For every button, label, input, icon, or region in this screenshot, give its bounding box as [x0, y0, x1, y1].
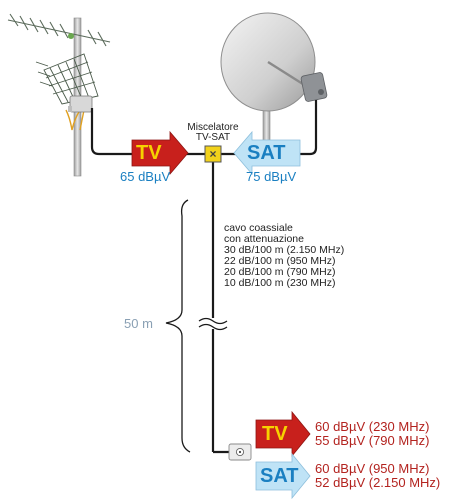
cable-title-line1: cavo coassiale: [224, 222, 293, 234]
attenuation-2150: 30 dB/100 m (2.150 MHz): [224, 244, 345, 256]
cable-break-icon: [198, 317, 228, 331]
tv-output-arrow: [255, 410, 311, 458]
attenuation-950: 22 dB/100 m (950 MHz): [224, 255, 336, 267]
mixer-label-line1: Miscelatore: [187, 122, 239, 133]
sat-input-label: SAT: [247, 142, 286, 164]
sat-output-arrow: [255, 452, 311, 500]
tv-input-label: TV: [136, 142, 162, 164]
sat-input-level: 75 dBµV: [246, 169, 297, 184]
cable-length-label: 50 m: [124, 316, 153, 331]
tv-output-line1: 60 dBµV (230 MHz): [315, 419, 430, 434]
attenuation-230: 10 dB/100 m (230 MHz): [224, 277, 336, 289]
cable-title-line2: con attenuazione: [224, 233, 304, 245]
tv-input-arrow: [131, 130, 189, 176]
tv-output-label: TV: [262, 423, 288, 445]
satellite-dish-icon: [220, 12, 328, 151]
mixer-label-line2: TV-SAT: [195, 132, 231, 143]
tv-input-level: 65 dBµV: [120, 169, 171, 184]
terrestrial-antenna-icon: [7, 13, 111, 177]
sat-output-line2: 52 dBµV (2.150 MHz): [315, 475, 441, 490]
attenuation-790: 20 dB/100 m (790 MHz): [224, 266, 336, 278]
mixer-box: [204, 145, 222, 163]
sat-output-label: SAT: [260, 465, 299, 487]
sat-input-arrow: [233, 130, 301, 176]
tv-output-line2: 55 dBµV (790 MHz): [315, 433, 430, 448]
length-brace: [165, 199, 191, 453]
wall-outlet-icon: [228, 443, 252, 461]
sat-output-line1: 60 dBµV (950 MHz): [315, 461, 430, 476]
coaxial-cables: [90, 100, 318, 454]
mixer-symbol: ×: [209, 147, 217, 161]
